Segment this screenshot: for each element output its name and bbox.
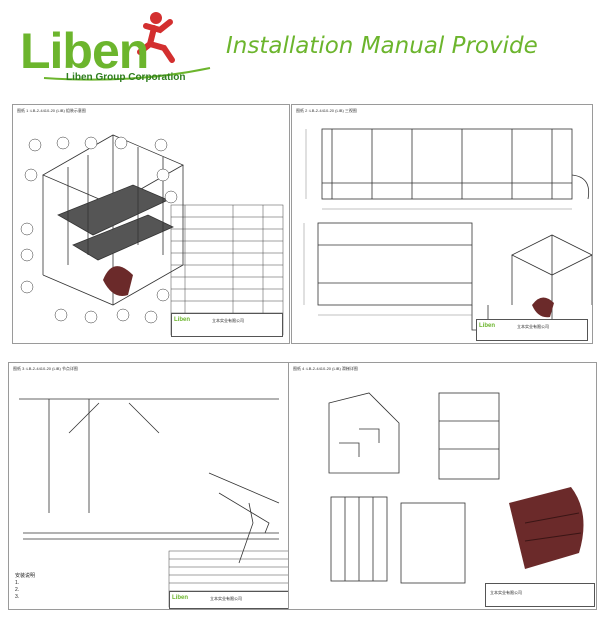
brand-wordmark: Liben xyxy=(20,23,149,79)
header: Liben Liben Group Corporation Installati… xyxy=(0,0,600,96)
note-3: 3. xyxy=(15,594,20,600)
panel-title: 图纸 1 :LB-2-4410-20 (LIB) 组装示意图 xyxy=(17,108,86,113)
title-block: Liben 立本实业有限公司 xyxy=(171,313,283,337)
drawing-panel-views: 图纸 2 :LB-2-4410-20 (LIB) 三视图 Liben 立本实业有… xyxy=(291,104,593,344)
title-block: Liben 立本实业有限公司 xyxy=(169,591,290,609)
note-2: 2. xyxy=(15,587,20,593)
install-notes: 安装说明 1. 2. 3. xyxy=(15,573,35,601)
running-figure-icon xyxy=(43,12,211,81)
slide-drawing xyxy=(328,392,584,584)
titleblock-logo: Liben xyxy=(479,323,495,329)
titleblock-logo: Liben xyxy=(172,595,188,601)
titleblock-company: 立本实业有限公司 xyxy=(490,590,522,595)
panel-title: 图纸 3 :LB-2-4410-20 (LIB) 节点详图 xyxy=(13,366,78,371)
titleblock-company: 立本实业有限公司 xyxy=(210,596,242,601)
panel-title: 图纸 4 :LB-2-4410-20 (LIB) 滑梯详图 xyxy=(293,366,358,371)
drawing-panel-details: 图纸 3 :LB-2-4410-20 (LIB) 节点详图 安装说明 1. 2.… xyxy=(8,362,291,610)
titleblock-company: 立本实业有限公司 xyxy=(517,324,549,329)
drawing-panel-slide: 图纸 4 :LB-2-4410-20 (LIB) 滑梯详图 立本实业有限公司 xyxy=(288,362,597,610)
assembly-drawing xyxy=(20,134,284,336)
liben-logo: Liben Liben Group Corporation xyxy=(14,8,214,88)
page-title: Installation Manual Provide xyxy=(226,33,538,59)
title-block: Liben 立本实业有限公司 xyxy=(476,319,588,341)
notes-title: 安装说明 xyxy=(15,573,36,579)
title-block: 立本实业有限公司 xyxy=(485,583,595,607)
drawing-panel-assembly: 图纸 1 :LB-2-4410-20 (LIB) 组装示意图 xyxy=(12,104,290,344)
details-drawing xyxy=(19,398,290,608)
panel-title: 图纸 2 :LB-2-4410-20 (LIB) 三视图 xyxy=(296,108,357,113)
titleblock-logo: Liben xyxy=(174,317,190,323)
views-drawing xyxy=(303,128,592,331)
brand-subtitle: Liben Group Corporation xyxy=(66,72,186,83)
titleblock-company: 立本实业有限公司 xyxy=(212,318,244,323)
note-1: 1. xyxy=(15,580,20,586)
